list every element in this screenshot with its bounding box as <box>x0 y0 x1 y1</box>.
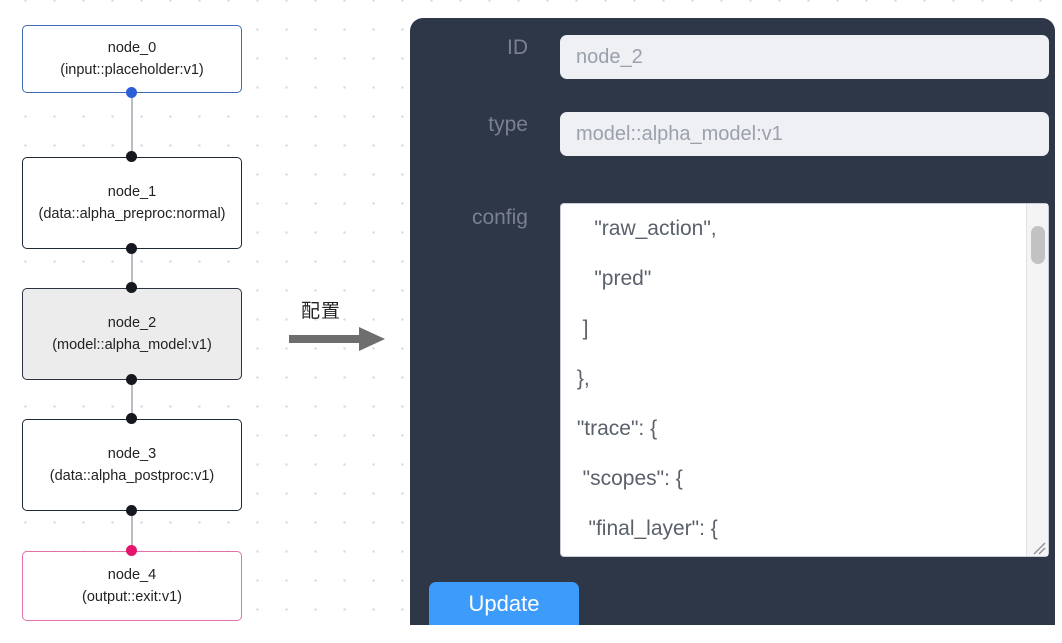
edge-node3-node4 <box>130 506 133 556</box>
port-node_4-input[interactable] <box>126 545 137 556</box>
update-button[interactable]: Update <box>429 582 579 625</box>
field-row-config: config "raw_action", "pred" ] }, "trace"… <box>430 203 1049 557</box>
edge-node2-node3 <box>130 375 133 424</box>
graph-node-label: node_1 (data::alpha_preproc:normal) <box>38 184 226 222</box>
annotation-label: 配置 <box>301 300 342 322</box>
port-node_3-input[interactable] <box>126 413 137 424</box>
node-properties-panel: ID type config "raw_action", "pred" ] },… <box>410 18 1055 625</box>
port-node_2-input[interactable] <box>126 282 137 293</box>
page-bottom-strip <box>0 627 1062 643</box>
edge-node0-node1 <box>130 88 133 162</box>
config-textarea[interactable]: "raw_action", "pred" ] }, "trace": { "sc… <box>560 203 1049 557</box>
config-label: config <box>471 206 528 229</box>
graph-node-label: node_3 (data::alpha_postproc:v1) <box>49 446 215 484</box>
field-row-id: ID <box>430 35 1049 79</box>
field-row-type: type <box>430 112 1049 156</box>
graph-node-node_3[interactable]: node_3 (data::alpha_postproc:v1) <box>22 419 242 511</box>
graph-node-node_0[interactable]: node_0 (input::placeholder:v1) <box>22 25 242 93</box>
edge-node1-node2 <box>130 244 133 293</box>
port-node_1-output[interactable] <box>126 243 137 254</box>
graph-node-node_1[interactable]: node_1 (data::alpha_preproc:normal) <box>22 157 242 249</box>
graph-node-label: node_0 (input::placeholder:v1) <box>60 40 204 78</box>
config-scrollbar[interactable] <box>1026 204 1048 556</box>
type-label: type <box>488 113 528 136</box>
id-input[interactable] <box>560 35 1049 79</box>
port-node_2-output[interactable] <box>126 374 137 385</box>
graph-node-node_4[interactable]: node_4 (output::exit:v1) <box>22 551 242 621</box>
id-label: ID <box>507 36 528 59</box>
annotation-configure: 配置 <box>289 296 399 358</box>
graph-node-node_2[interactable]: node_2 (model::alpha_model:v1) <box>22 288 242 380</box>
graph-node-label: node_2 (model::alpha_model:v1) <box>52 315 212 353</box>
port-node_0-output[interactable] <box>126 87 137 98</box>
config-scrollbar-thumb[interactable] <box>1031 226 1045 264</box>
graph-node-label: node_4 (output::exit:v1) <box>82 567 182 605</box>
config-editor-wrapper: "raw_action", "pred" ] }, "trace": { "sc… <box>560 203 1049 557</box>
right-arrow-icon <box>289 327 385 351</box>
port-node_3-output[interactable] <box>126 505 137 516</box>
type-input[interactable] <box>560 112 1049 156</box>
port-node_1-input[interactable] <box>126 151 137 162</box>
